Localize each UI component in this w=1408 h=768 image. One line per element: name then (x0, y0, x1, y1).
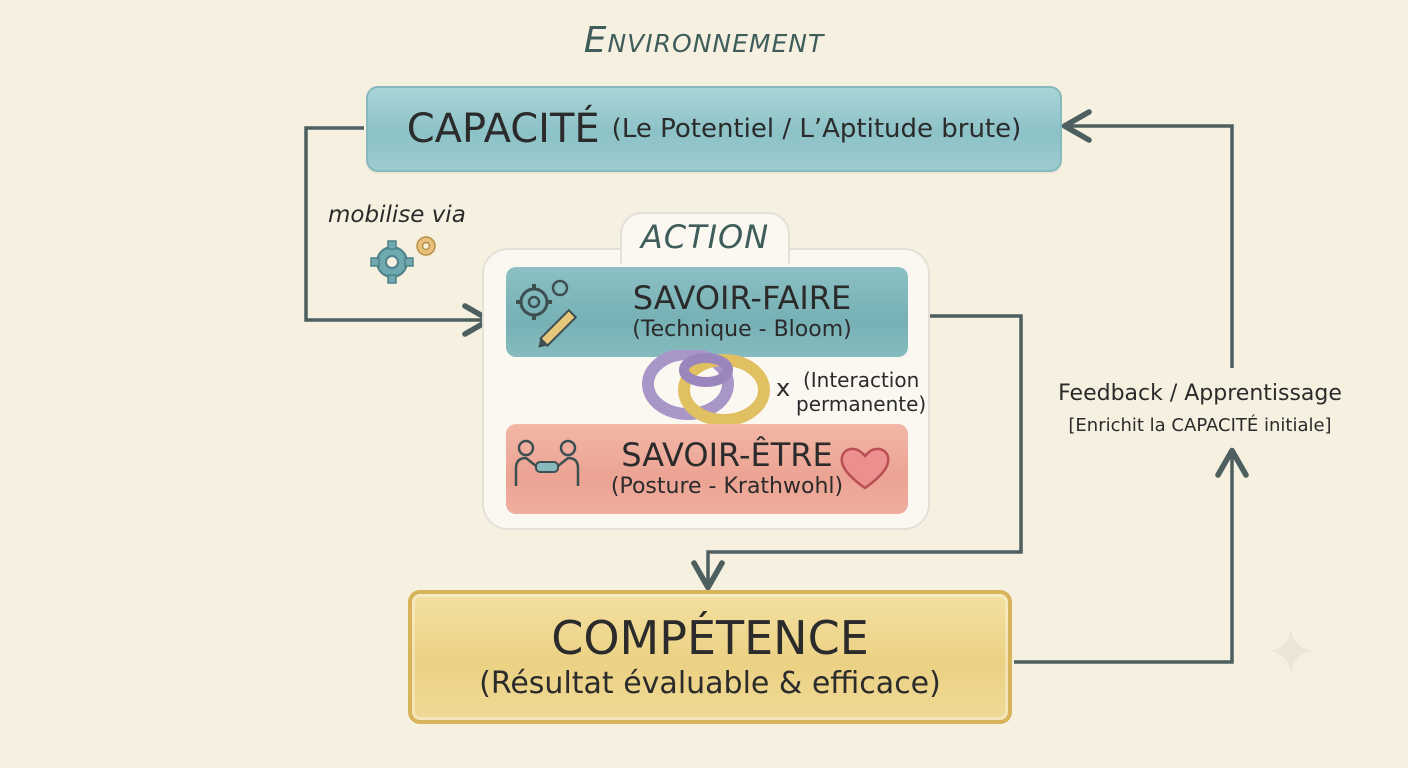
environment-title: Environnement (583, 20, 825, 61)
competence-subtitle: (Résultat évaluable & efficace) (479, 666, 941, 701)
interlocking-rings-icon (642, 350, 770, 426)
savoir-etre-title: SAVOIR-ÊTRE (621, 436, 833, 474)
interaction-line2: permanente) (796, 392, 927, 416)
arrow-feedback-to-capacite (1061, 109, 1234, 368)
gears-icon (370, 236, 436, 284)
feedback-subtitle: [Enrichit la CAPACITÉ initiale] (1068, 415, 1332, 436)
sparkle-icon (1269, 629, 1313, 673)
capacite-subtitle: (Le Potentiel / L’Aptitude brute) (611, 114, 1022, 144)
savoir-faire-title: SAVOIR-FAIRE (632, 279, 852, 317)
savoir-etre-box: SAVOIR-ÊTRE (Posture - Krathwohl) (506, 424, 908, 514)
interaction-line1: (Interaction (802, 368, 920, 392)
action-tab (620, 212, 790, 264)
arrow-competence-to-feedback (1014, 447, 1249, 664)
savoir-etre-subtitle: (Posture - Krathwohl) (610, 474, 844, 499)
arrow-capacite-to-action (304, 126, 493, 337)
feedback-title: Feedback / Apprentissage (1058, 381, 1342, 406)
capacite-box: CAPACITÉ (Le Potentiel / L’Aptitude brut… (366, 86, 1062, 172)
handshake-icon (514, 439, 580, 486)
capacite-title: CAPACITÉ (406, 106, 600, 152)
gears-pencil-icon (516, 279, 578, 348)
feedback-label: Feedback / Apprentissage [Enrichit la CA… (1050, 378, 1350, 442)
action-title: ACTION (640, 218, 770, 256)
savoir-faire-subtitle: (Technique - Bloom) (632, 317, 852, 342)
interaction-symbol: x (776, 374, 791, 402)
competence-box: COMPÉTENCE (Résultat évaluable & efficac… (408, 590, 1012, 724)
competence-title: COMPÉTENCE (551, 611, 869, 665)
heart-icon (840, 447, 890, 490)
mobilise-label: mobilise via (328, 202, 466, 228)
arrow-action-to-competence (691, 314, 1023, 591)
savoir-faire-box: SAVOIR-FAIRE (Technique - Bloom) (506, 267, 908, 357)
interaction-note: (Interaction permanente) (796, 368, 926, 416)
